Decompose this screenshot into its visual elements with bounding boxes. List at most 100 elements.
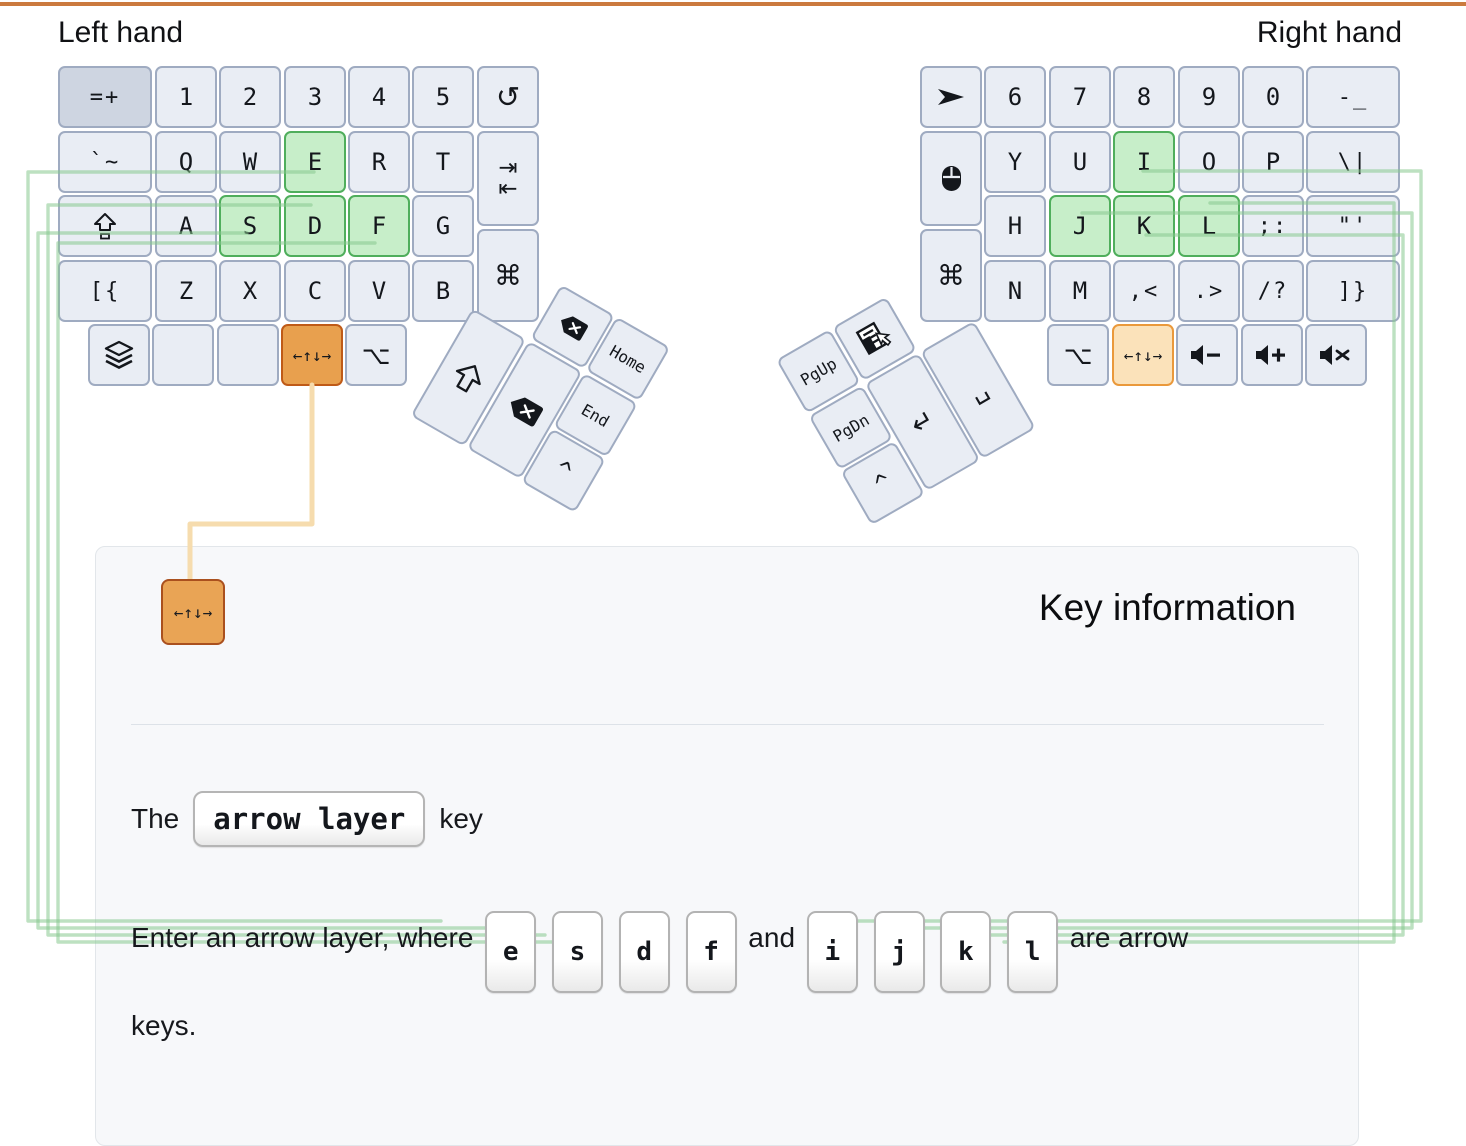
key-right-arrow-layer[interactable]: ←↑↓→ — [1112, 324, 1174, 386]
key-description: Enter an arrow layer, where e s d f and … — [131, 905, 1276, 1059]
key-left-g[interactable]: G — [412, 195, 474, 257]
key-right-semicolon[interactable]: ;: — [1242, 195, 1304, 257]
key-label: 8 — [1136, 83, 1152, 111]
key-right-vol-mute[interactable] — [1305, 324, 1367, 386]
selected-key-preview: ←↑↓→ — [161, 579, 225, 645]
description-wrap: keys. — [131, 1010, 197, 1041]
key-left-a[interactable]: A — [155, 195, 217, 257]
key-right-6[interactable]: 6 — [984, 66, 1046, 128]
key-right-h[interactable]: H — [984, 195, 1046, 257]
key-label: 0 — [1265, 83, 1281, 111]
key-right-k[interactable]: K — [1113, 195, 1175, 257]
key-label: ]} — [1337, 278, 1369, 304]
key-right-j[interactable]: J — [1049, 195, 1111, 257]
key-left-5[interactable]: 5 — [412, 66, 474, 128]
key-left-blank-1[interactable] — [152, 324, 214, 386]
key-right-backslash[interactable]: \| — [1306, 131, 1400, 193]
key-left-grave[interactable]: `~ — [58, 131, 152, 193]
key-right-slash[interactable]: /? — [1242, 260, 1304, 322]
key-right-dash[interactable]: -_ — [1306, 66, 1400, 128]
key-left-c[interactable]: C — [284, 260, 346, 322]
key-left-redo[interactable]: ↺ — [477, 66, 539, 128]
key-right-vol-up[interactable] — [1241, 324, 1303, 386]
del-icon — [561, 316, 588, 341]
description-mid: and — [748, 922, 796, 953]
key-right-vol-down[interactable] — [1176, 324, 1238, 386]
key-left-z[interactable]: Z — [155, 260, 217, 322]
key-label: P — [1265, 148, 1281, 176]
key-label: ,< — [1128, 278, 1160, 304]
key-label: ←↑↓→ — [1123, 345, 1163, 365]
key-label: G — [435, 212, 451, 240]
key-left-x[interactable]: X — [219, 260, 281, 322]
key-label: E — [307, 148, 323, 176]
right-key-chips: i j k l — [803, 911, 1070, 993]
key-right-8[interactable]: 8 — [1113, 66, 1175, 128]
key-left-equal[interactable]: =+ — [58, 66, 152, 128]
key-label: PgUp — [796, 353, 840, 390]
key-right-mouse[interactable] — [920, 131, 982, 226]
key-left-e[interactable]: E — [284, 131, 346, 193]
key-right-period[interactable]: .> — [1178, 260, 1240, 322]
key-label: I — [1136, 148, 1152, 176]
key-label: [{ — [89, 278, 121, 304]
key-right-u[interactable]: U — [1049, 131, 1111, 193]
key-left-4[interactable]: 4 — [348, 66, 410, 128]
vol-down-icon — [1191, 345, 1220, 365]
key-label: 1 — [178, 83, 194, 111]
key-right-p[interactable]: P — [1242, 131, 1304, 193]
key-left-s[interactable]: S — [219, 195, 281, 257]
key-right-m[interactable]: M — [1049, 260, 1111, 322]
key-left-t[interactable]: T — [412, 131, 474, 193]
key-left-tab[interactable]: ⇥⇤ — [477, 131, 539, 226]
key-right-n[interactable]: N — [984, 260, 1046, 322]
key-left-lbracket[interactable]: [{ — [58, 260, 152, 322]
key-left-caps[interactable] — [58, 195, 152, 257]
key-label: K — [1136, 212, 1152, 240]
key-left-option[interactable]: ⌥ — [345, 324, 407, 386]
key-name-prefix: The — [131, 803, 180, 834]
key-left-arrow-layer[interactable]: ←↑↓→ — [281, 324, 343, 386]
key-left-r[interactable]: R — [348, 131, 410, 193]
key-label: 2 — [242, 83, 258, 111]
key-right-o[interactable]: O — [1178, 131, 1240, 193]
key-right-i[interactable]: I — [1113, 131, 1175, 193]
key-right-l[interactable]: L — [1178, 195, 1240, 257]
kbd-chip-s: s — [551, 911, 603, 993]
key-left-b[interactable]: B — [412, 260, 474, 322]
left-key-chips: e s d f — [481, 911, 748, 993]
key-right-0[interactable]: 0 — [1242, 66, 1304, 128]
key-label: "' — [1337, 213, 1369, 239]
key-right-rbracket[interactable]: ]} — [1306, 260, 1400, 322]
key-left-q[interactable]: Q — [155, 131, 217, 193]
key-right-9[interactable]: 9 — [1178, 66, 1240, 128]
key-right-y[interactable]: Y — [984, 131, 1046, 193]
key-label: ^ — [550, 454, 577, 487]
key-label: Q — [178, 148, 194, 176]
key-label: \| — [1337, 149, 1369, 175]
key-left-3[interactable]: 3 — [284, 66, 346, 128]
key-left-blank-2[interactable] — [217, 324, 279, 386]
shift-icon — [455, 365, 481, 393]
caps-icon — [94, 212, 116, 239]
right-hand-title: Right hand — [1256, 16, 1402, 49]
key-label: 4 — [371, 83, 387, 111]
key-right-comma[interactable]: ,< — [1113, 260, 1175, 322]
key-left-layer[interactable] — [88, 324, 150, 386]
key-label: 5 — [435, 83, 451, 111]
key-left-f[interactable]: F — [348, 195, 410, 257]
key-right-quote[interactable]: "' — [1306, 195, 1400, 257]
key-label: N — [1007, 277, 1023, 305]
key-left-d[interactable]: D — [284, 195, 346, 257]
key-left-w[interactable]: W — [219, 131, 281, 193]
left-hand-title: Left hand — [58, 16, 184, 49]
kbd-chip-l: l — [1007, 911, 1059, 993]
key-label: /? — [1257, 278, 1289, 304]
key-left-1[interactable]: 1 — [155, 66, 217, 128]
key-left-2[interactable]: 2 — [219, 66, 281, 128]
key-left-v[interactable]: V — [348, 260, 410, 322]
key-right-option[interactable]: ⌥ — [1047, 324, 1109, 386]
key-right-7[interactable]: 7 — [1049, 66, 1111, 128]
description-suffix: are arrow — [1069, 922, 1189, 953]
key-right-play[interactable] — [920, 66, 982, 128]
